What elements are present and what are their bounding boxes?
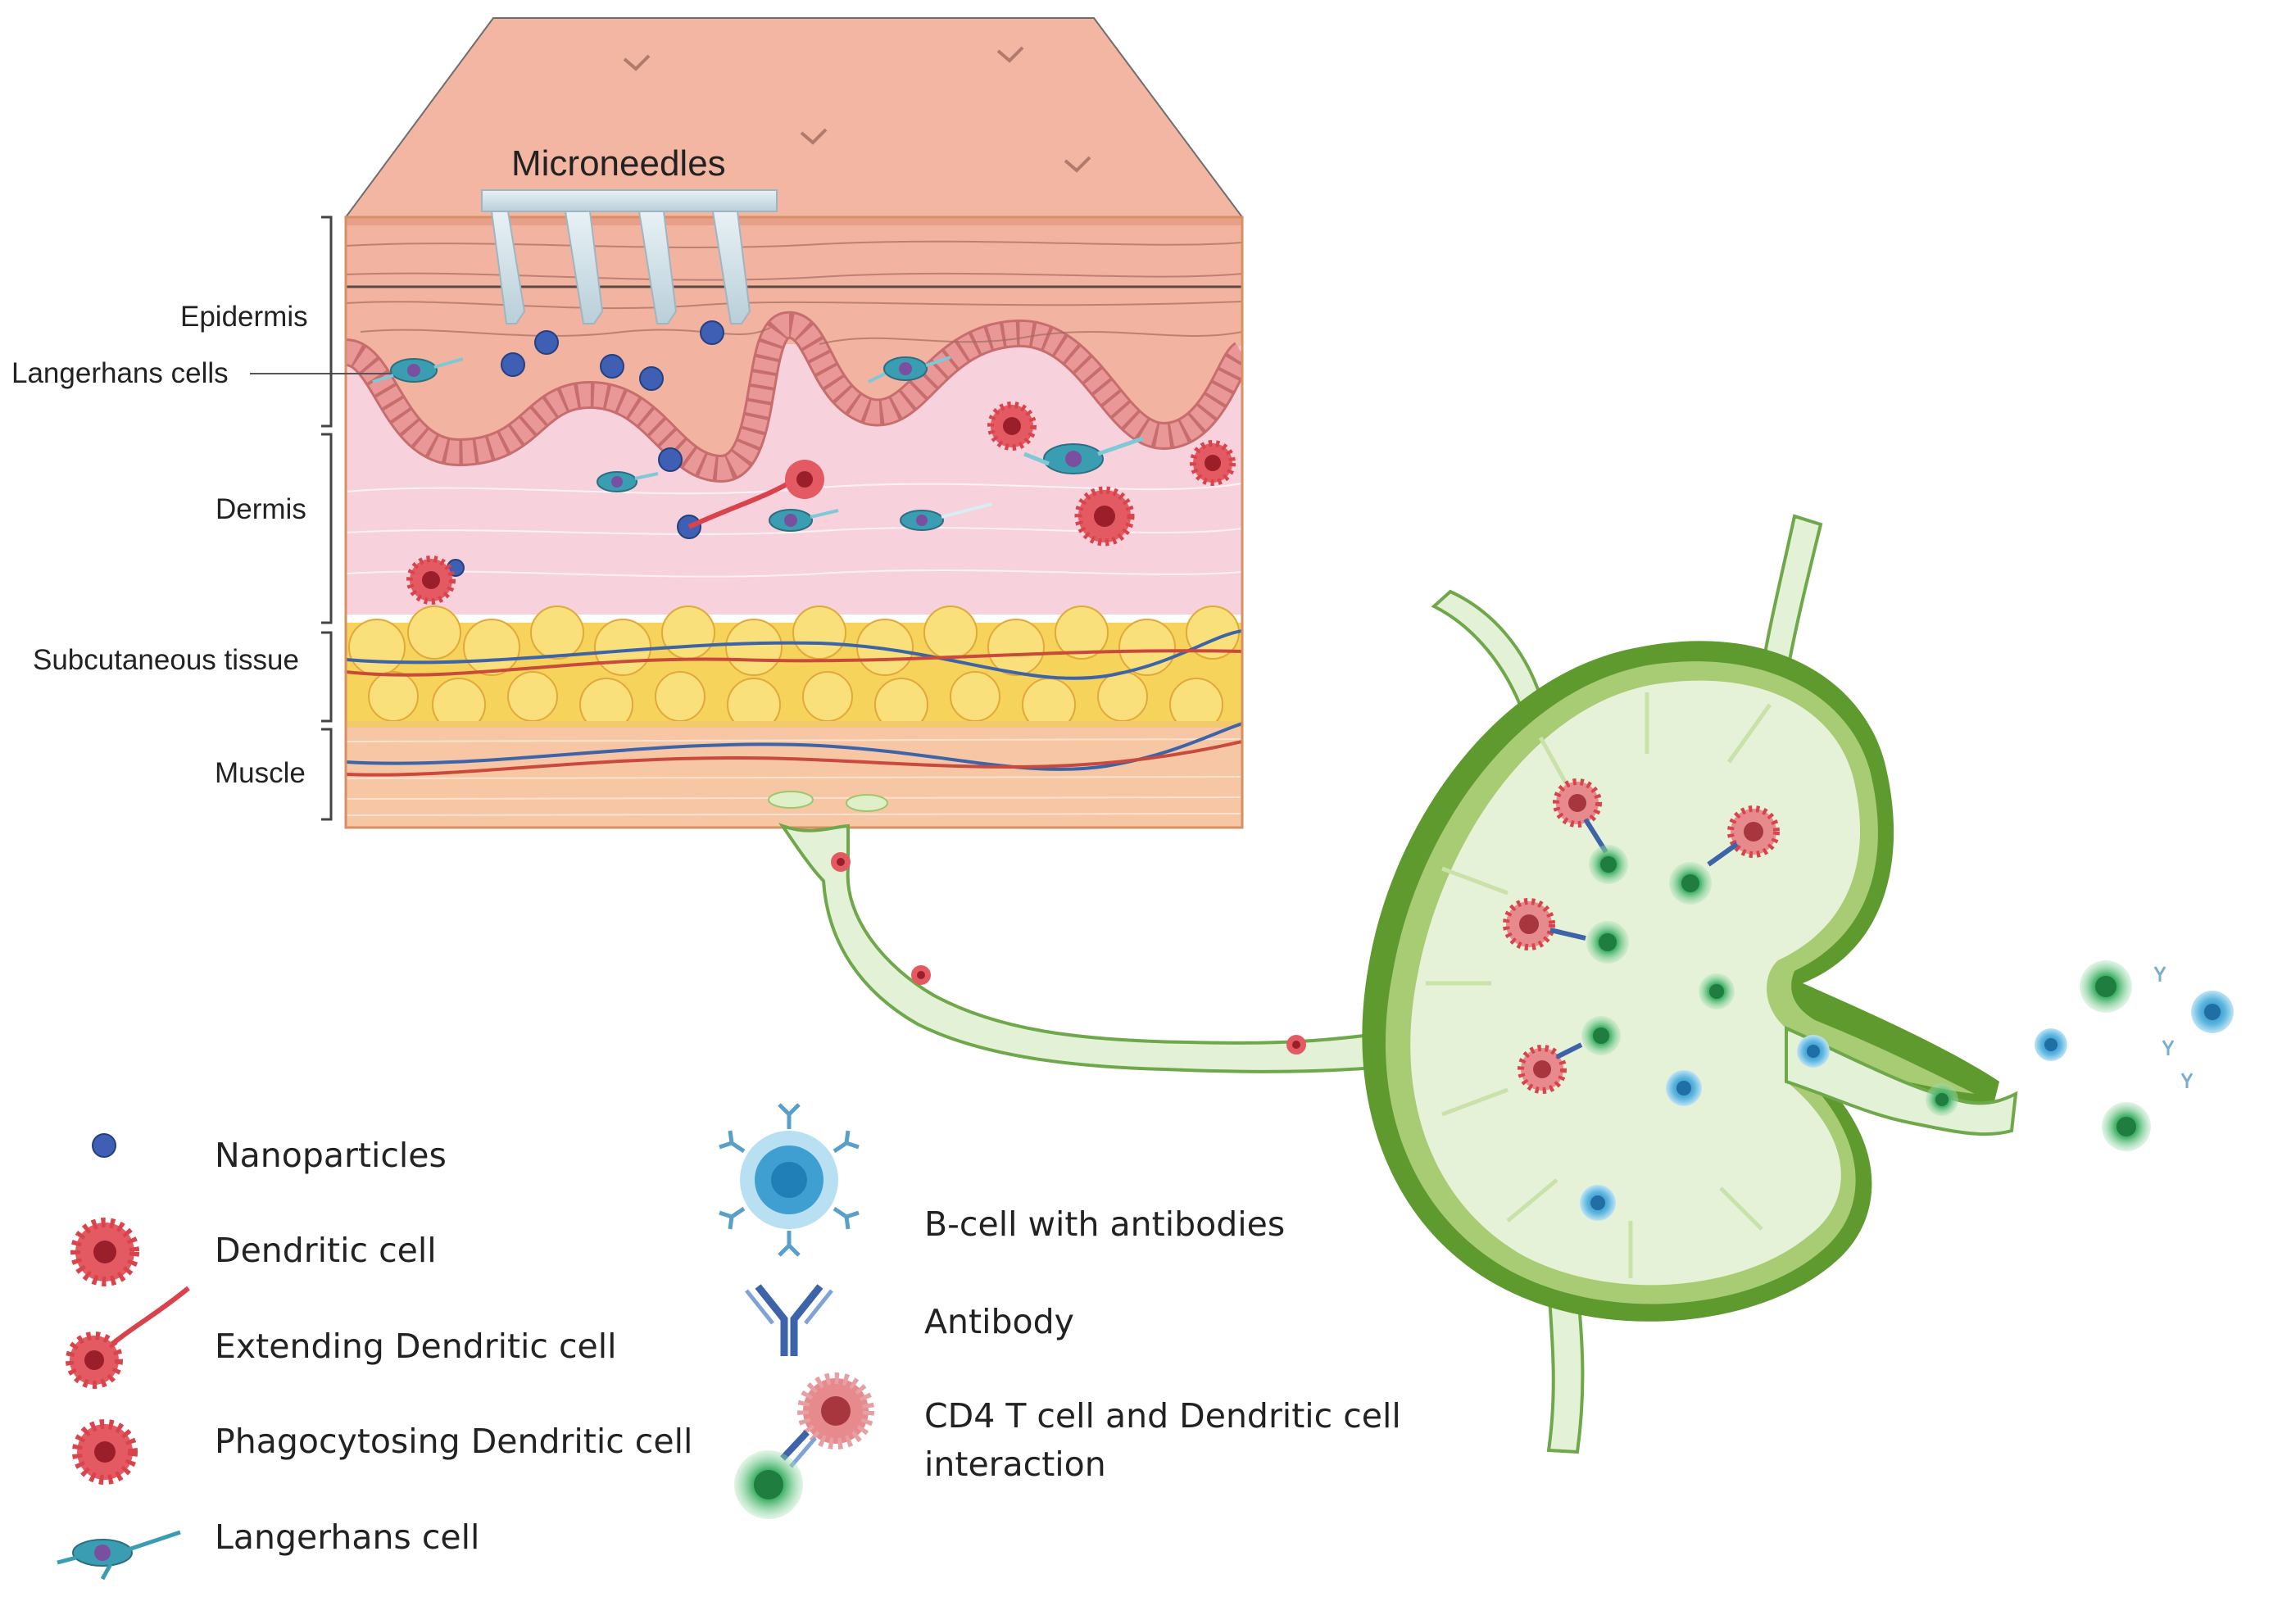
langerhans-cells-label: Langerhans cells [11, 357, 229, 389]
legend-cd4-line2: interaction [924, 1445, 1106, 1484]
cd4-dendritic-interactions [1503, 778, 1780, 1094]
legend: Nanoparticles Dendritic cell Extending D… [57, 1103, 1401, 1581]
dendritic-cell-icon [70, 1218, 139, 1286]
legend-bcell: B-cell with antibodies [924, 1204, 1285, 1244]
microneedle [711, 211, 751, 324]
muscle-fibers [346, 738, 1242, 816]
subcutaneous-label: Subcutaneous tissue [33, 644, 299, 676]
efferent-vessel [1785, 1025, 2018, 1136]
legend-dendritic: Dendritic cell [215, 1231, 437, 1270]
b-cell-icon [719, 1103, 860, 1257]
vein-muscle [346, 722, 1242, 771]
lymphatic-vessel [778, 823, 1387, 1073]
microneedle-patch [481, 189, 778, 324]
dermis-label: Dermis [216, 493, 306, 525]
cd4-interaction-icon [734, 1372, 874, 1519]
artery-muscle [346, 740, 1242, 777]
legend-langerhans: Langerhans cell [215, 1517, 479, 1557]
nanoparticle-icon [92, 1133, 116, 1158]
epidermis-label: Epidermis [180, 301, 308, 333]
microneedles-label: Microneedles [511, 143, 726, 184]
skin-block: Microneedles [344, 17, 1244, 829]
epidermis-fibers [346, 240, 1242, 345]
artery-subcut [346, 649, 1242, 677]
layer-braces [321, 215, 333, 821]
legend-nanoparticles: Nanoparticles [215, 1136, 447, 1175]
langerhans-cells-skin [372, 356, 1144, 532]
extending-dendritic-icon [66, 1286, 190, 1389]
legend-cd4-line1: CD4 T cell and Dendritic cell [924, 1396, 1401, 1436]
legend-extending: Extending Dendritic cell [215, 1327, 617, 1366]
microneedle [490, 211, 526, 324]
microneedle [637, 211, 678, 324]
phagocytosing-dendritic-icon [72, 1419, 138, 1485]
migrating-dendritic-cells [831, 852, 1306, 1055]
fat-lobules [348, 606, 1240, 732]
antibody-icon [745, 1284, 833, 1356]
skin-cells [372, 320, 1236, 605]
legend-phagocytosing: Phagocytosing Dendritic cell [215, 1422, 692, 1461]
layer-labels: Epidermis Langerhans cells Dermis Subcut… [11, 215, 393, 821]
b-cells-node [1580, 1035, 1958, 1221]
vein-subcut [346, 629, 1242, 680]
langerhans-cell-icon [57, 1530, 181, 1581]
legend-antibody: Antibody [924, 1302, 1074, 1341]
microneedle [564, 211, 604, 324]
free-antibodies [2153, 966, 2194, 1088]
muscle-label: Muscle [215, 757, 306, 789]
dendritic-cells-skin [406, 401, 1236, 605]
lymph-node [1362, 514, 2018, 1454]
skin-surface-marks [623, 46, 1091, 173]
skin-top-face [344, 17, 1244, 218]
exiting-cells [2035, 960, 2234, 1151]
